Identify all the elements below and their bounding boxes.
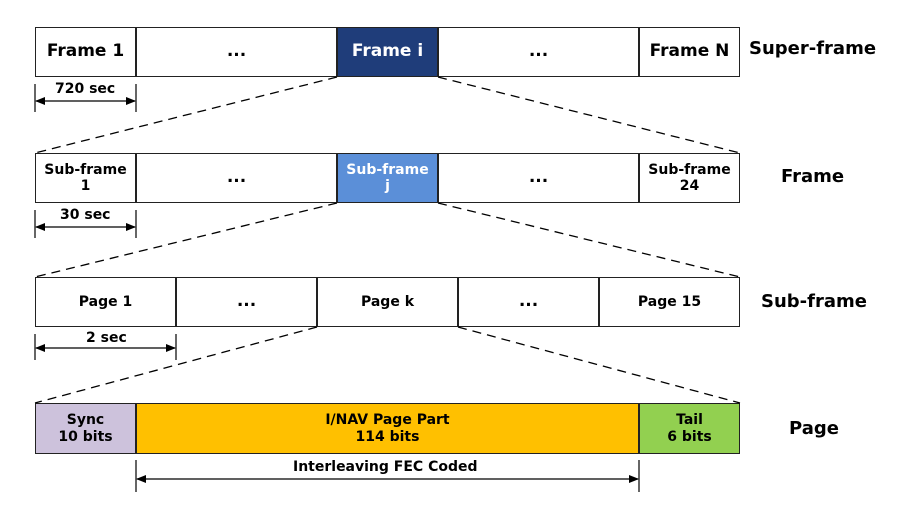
zoom-line-subframe-right: [437, 202, 741, 278]
frame-row-label: Frame: [781, 166, 845, 187]
subframe-ellipsis-1: ...: [176, 277, 317, 327]
ellipsis-label: ...: [226, 41, 247, 62]
interleaving-label: Interleaving FEC Coded: [293, 459, 478, 475]
frame-i-label: Frame i: [351, 41, 424, 62]
ellipsis-label: ...: [226, 167, 247, 188]
page-row-label: Page: [789, 418, 839, 439]
inav-label-line2: 114 bits: [355, 428, 420, 445]
frame-1-label: Frame 1: [46, 41, 125, 62]
zoom-line-subframe-left: [34, 202, 338, 278]
frame-ellipsis-2: ...: [438, 153, 639, 203]
page-1-cell: Page 1: [35, 277, 176, 327]
inav-page-part-cell: I/NAV Page Part 114 bits: [136, 403, 639, 454]
subframe-j-label-line2: j: [385, 178, 390, 194]
frame-1-cell: Frame 1: [35, 27, 136, 77]
sync-cell: Sync 10 bits: [35, 403, 136, 454]
subframe-j-label-line1: Sub-frame: [346, 161, 429, 178]
zoom-line-frame-left: [34, 76, 338, 154]
ellipsis-label: ...: [236, 291, 257, 312]
page-15-cell: Page 15: [599, 277, 740, 327]
zoom-line-page-right: [457, 326, 741, 404]
ellipsis-label: ...: [518, 291, 539, 312]
subframe-j-cell: Sub-frame j: [337, 153, 438, 203]
frame-n-cell: Frame N: [639, 27, 740, 77]
sync-label-line1: Sync: [66, 412, 105, 429]
subframe-1-label-line2: 1: [80, 178, 91, 194]
page-k-label: Page k: [360, 293, 415, 310]
subframe-ellipsis-2: ...: [458, 277, 599, 327]
sync-label-line2: 10 bits: [58, 428, 113, 445]
subframe-24-label-line2: 24: [679, 178, 700, 194]
subframe-1-cell: Sub-frame 1: [35, 153, 136, 203]
page-1-label: Page 1: [78, 293, 133, 310]
subframe-24-cell: Sub-frame 24: [639, 153, 740, 203]
subframe-duration-label: 2 sec: [86, 330, 127, 346]
page-15-label: Page 15: [637, 293, 702, 310]
tail-cell: Tail 6 bits: [639, 403, 740, 454]
superframe-ellipsis-1: ...: [136, 27, 337, 77]
frame-n-label: Frame N: [649, 41, 730, 62]
tail-label-line2: 6 bits: [667, 428, 712, 445]
superframe-duration-label: 720 sec: [55, 81, 116, 97]
superframe-row-label: Super-frame: [749, 38, 877, 59]
frame-i-cell: Frame i: [337, 27, 438, 77]
subframe-24-label-line1: Sub-frame: [648, 161, 731, 178]
ellipsis-label: ...: [528, 41, 549, 62]
ellipsis-label: ...: [528, 167, 549, 188]
superframe-ellipsis-2: ...: [438, 27, 639, 77]
tail-label-line1: Tail: [676, 412, 703, 429]
inav-label-line1: I/NAV Page Part: [325, 412, 450, 429]
subframe-row-label: Sub-frame: [761, 291, 867, 312]
frame-ellipsis-1: ...: [136, 153, 337, 203]
page-k-cell: Page k: [317, 277, 458, 327]
zoom-line-frame-right: [437, 76, 741, 154]
subframe-1-label-line1: Sub-frame: [44, 161, 127, 178]
frame-duration-label: 30 sec: [60, 207, 111, 223]
zoom-line-page-left: [34, 326, 318, 404]
